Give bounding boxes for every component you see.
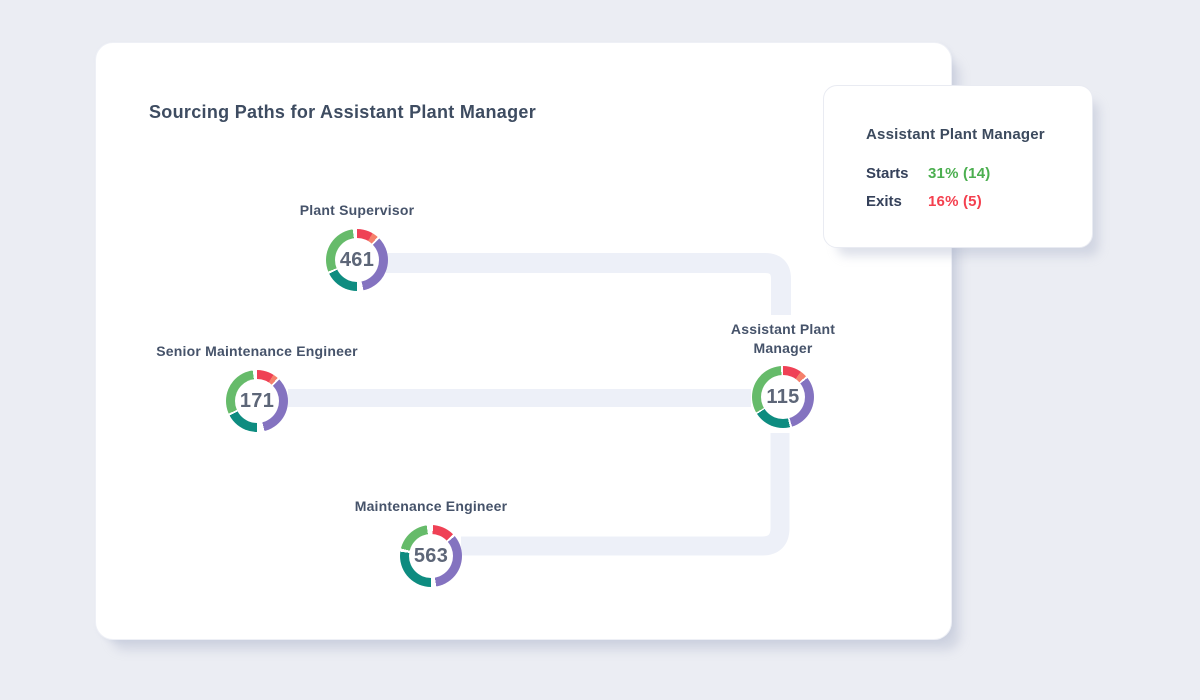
node-count: 461 xyxy=(339,248,375,271)
exits-label: Exits xyxy=(866,193,902,210)
donut-ring[interactable]: 461 xyxy=(326,229,388,291)
node-label: Plant Supervisor xyxy=(299,202,415,218)
tooltip-row-exits: Exits 16% (5) xyxy=(866,193,1092,210)
page-title: Sourcing Paths for Assistant Plant Manag… xyxy=(149,102,537,122)
sourcing-paths-card: Sourcing Paths for Assistant Plant Manag… xyxy=(95,42,952,640)
connector-plant-supervisor xyxy=(386,253,791,315)
node-tooltip: Assistant Plant Manager Starts 31% (14) … xyxy=(823,85,1093,248)
donut-hole: 461 xyxy=(335,238,379,282)
path-connectors xyxy=(288,253,791,556)
node-maintenance-engineer[interactable]: Maintenance Engineer 563 xyxy=(311,497,551,587)
node-count: 115 xyxy=(766,385,800,408)
starts-label: Starts xyxy=(866,165,909,182)
connector-maintenance-engineer xyxy=(461,433,790,556)
exits-value: 16% (5) xyxy=(928,193,982,210)
donut-ring[interactable]: 115 xyxy=(752,366,814,428)
node-plant-supervisor[interactable]: Plant Supervisor 461 xyxy=(237,201,477,291)
node-label: Assistant Plant Manager xyxy=(730,321,836,356)
starts-value: 31% (14) xyxy=(928,165,991,182)
node-count: 563 xyxy=(413,544,449,567)
node-count: 171 xyxy=(239,389,275,412)
node-label: Senior Maintenance Engineer xyxy=(156,343,358,359)
tooltip-row-starts: Starts 31% (14) xyxy=(866,165,1092,182)
donut-hole: 115 xyxy=(761,375,805,419)
donut-ring[interactable]: 171 xyxy=(226,370,288,432)
donut-ring[interactable]: 563 xyxy=(400,525,462,587)
node-label: Maintenance Engineer xyxy=(354,498,508,514)
donut-hole: 563 xyxy=(409,534,453,578)
node-assistant-plant-manager[interactable]: Assistant Plant Manager 115 xyxy=(718,320,848,428)
tooltip-title: Assistant Plant Manager xyxy=(866,126,1045,143)
donut-hole: 171 xyxy=(235,379,279,423)
node-senior-maintenance-engineer[interactable]: Senior Maintenance Engineer 171 xyxy=(137,342,377,432)
